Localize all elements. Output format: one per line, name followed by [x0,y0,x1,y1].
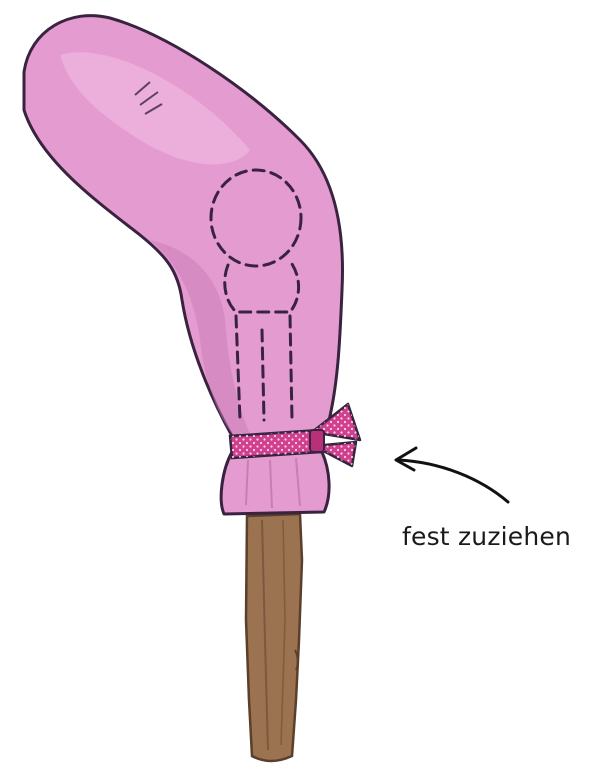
curved-arrow-icon [396,448,508,502]
instruction-caption: fest zuziehen [402,522,571,551]
gathered-fabric [221,452,329,514]
wooden-stick [246,514,302,761]
fabric-body [24,16,343,436]
